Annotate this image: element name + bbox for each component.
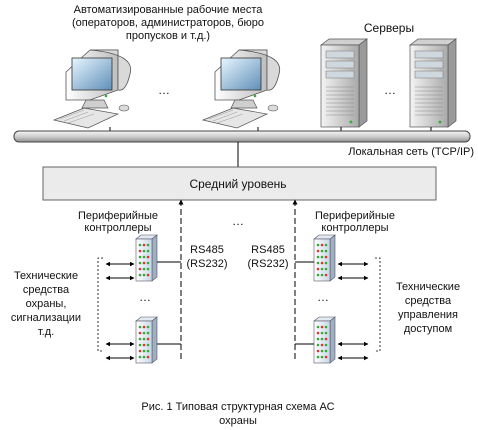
- server-1-icon: [320, 38, 368, 128]
- controller-right-1-icon: [313, 234, 336, 282]
- tech-left-line2: средства: [23, 284, 70, 296]
- workstations-ellipsis: …: [158, 83, 170, 97]
- workstation-1-icon: [53, 49, 132, 129]
- workstation-2-icon: [202, 49, 281, 129]
- tech-left-line4: сигнализации: [11, 312, 81, 324]
- tech-right-line4: доступом: [404, 323, 452, 335]
- tech-right-line3: управления: [398, 309, 458, 321]
- network-bus: [13, 130, 471, 143]
- bus-left-label-line1: RS485: [190, 244, 224, 256]
- tech-left-line3: охраны,: [26, 298, 67, 310]
- tech-left-line5: т.д.: [38, 326, 54, 338]
- tech-right-line1: Технические: [396, 281, 460, 293]
- workstations-label-line1: Автоматизированные рабочие места: [74, 4, 264, 16]
- controllers-left-label-line1: Периферийные: [78, 210, 158, 222]
- middle-level-box: [42, 166, 437, 201]
- controllers-right-label-line2: контроллеры: [321, 222, 388, 234]
- workstations-label-line2: (операторов, администраторов, бюро: [72, 17, 264, 29]
- servers-ellipsis: …: [384, 83, 396, 97]
- bus-left-label-line2: (RS232): [187, 258, 228, 270]
- tech-right-line2: средства: [405, 295, 452, 307]
- controller-right-2-icon: [313, 316, 336, 364]
- controllers-right-label-line1: Периферийные: [315, 210, 395, 222]
- controllers-right-ellipsis: …: [317, 290, 329, 304]
- middle-level-label: Средний уровень: [189, 177, 286, 191]
- tech-left-line1: Технические: [14, 270, 78, 282]
- caption-line1: Рис. 1 Типовая структурная схема АС: [141, 401, 334, 413]
- servers-label: Серверы: [364, 21, 414, 35]
- network-label: Локальная сеть (TCP/IP): [348, 146, 474, 158]
- controllers-left-ellipsis: …: [139, 290, 151, 304]
- controller-left-2-icon: [135, 316, 158, 364]
- server-2-icon: [409, 38, 457, 128]
- workstations-label-line3: пропусков и т.д.): [126, 30, 210, 42]
- caption-line2: охраны: [219, 415, 257, 427]
- bus-right-label-line1: RS485: [251, 244, 285, 256]
- tech-left-bracket: [97, 257, 103, 352]
- bus-right-label-line2: (RS232): [248, 258, 289, 270]
- middle-ellipsis: …: [232, 214, 244, 228]
- tech-right-bracket: [375, 257, 381, 352]
- controller-left-1-icon: [135, 234, 158, 282]
- controllers-left-label-line2: контроллеры: [84, 222, 151, 234]
